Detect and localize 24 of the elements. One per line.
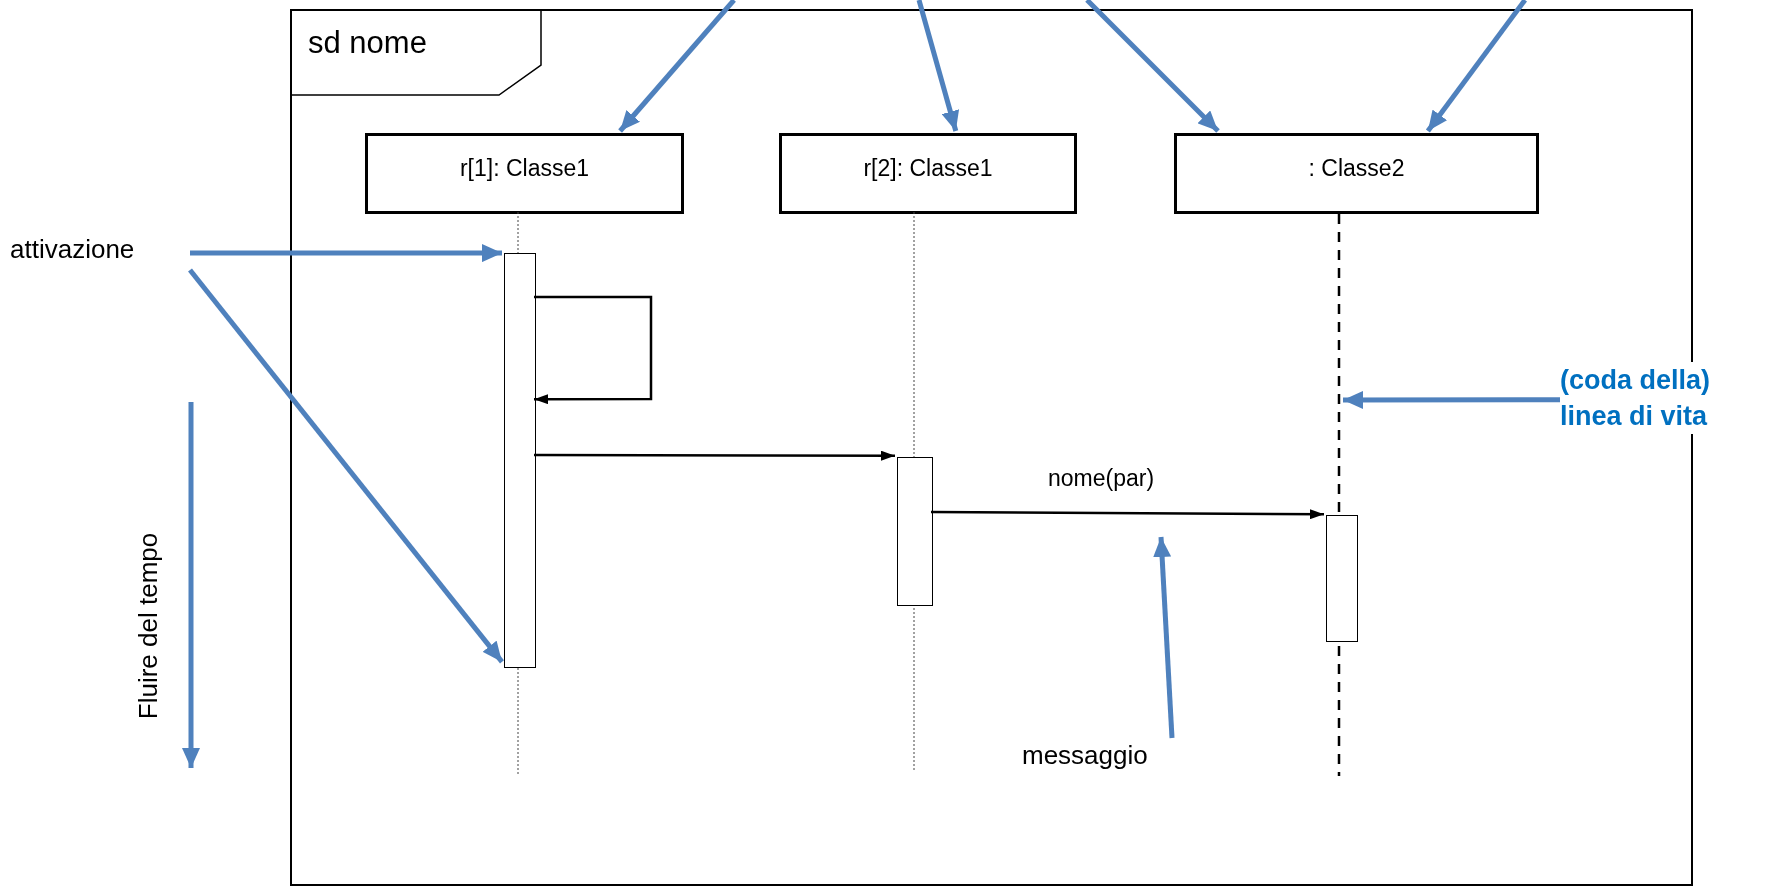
leader-line <box>618 0 736 133</box>
callout-label: attivazione <box>10 234 136 265</box>
callout-label: messaggio <box>1022 740 1149 771</box>
message-arrow <box>931 509 1324 520</box>
leader-line <box>1085 0 1220 133</box>
activation-bar <box>504 253 536 668</box>
object-name: r[1]: Classe1 <box>459 155 590 182</box>
lifeline-head <box>779 133 1077 214</box>
activation-bar <box>1326 515 1358 642</box>
leader-line <box>1425 0 1527 133</box>
leader-line <box>1343 390 1560 409</box>
activation-bar <box>897 457 933 606</box>
lifeline-head <box>1174 133 1539 214</box>
message-arrow <box>534 295 653 405</box>
object-name: r[2]: Classe1 <box>863 155 993 182</box>
frame-title: sd nome <box>308 25 427 61</box>
leader-line <box>1153 536 1175 739</box>
axis-label: Fluire del tempo <box>132 532 164 720</box>
object-name: : Classe2 <box>1308 155 1405 182</box>
leader-line <box>190 244 502 263</box>
leader-line <box>916 0 960 132</box>
lifeline-head <box>365 133 684 214</box>
message-arrow <box>534 450 895 461</box>
leader-line <box>188 268 504 664</box>
